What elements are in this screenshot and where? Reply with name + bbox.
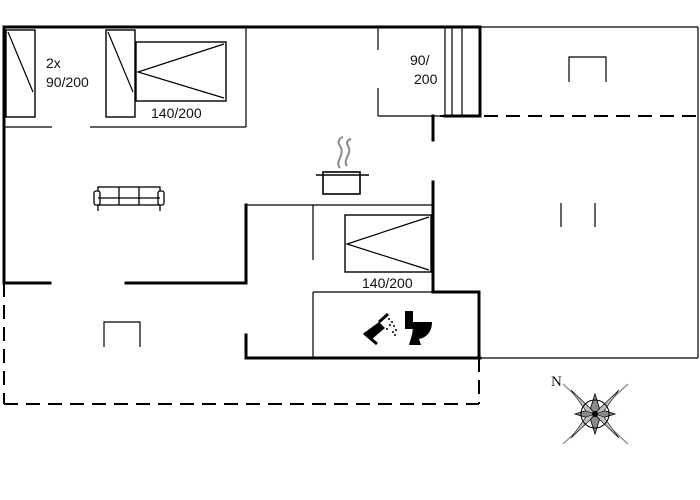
bed-single-top-label-a: 90/ [410, 52, 430, 68]
terraces [3, 26, 699, 405]
fixtures [103, 26, 607, 347]
bed-single-top-label-b: 200 [414, 71, 438, 87]
bed-twin-qty-label: 2x [46, 55, 61, 71]
compass-north-label: N [551, 374, 562, 390]
cooking-pot-icon [316, 136, 369, 195]
bed-twin-right [105, 29, 136, 118]
compass-rose-icon [562, 383, 629, 445]
bed-double-mid-label: 140/200 [362, 275, 413, 291]
bed-double-top-label: 140/200 [151, 105, 202, 121]
bed-twin-left [5, 29, 36, 118]
shower-icon [363, 312, 397, 346]
bed-double-mid [344, 214, 432, 273]
bed-double-top [135, 41, 227, 102]
sofa-icon [93, 186, 165, 211]
toilet-icon [405, 311, 432, 345]
bed-twin-size-label: 90/200 [46, 74, 89, 90]
partitions [4, 27, 445, 358]
